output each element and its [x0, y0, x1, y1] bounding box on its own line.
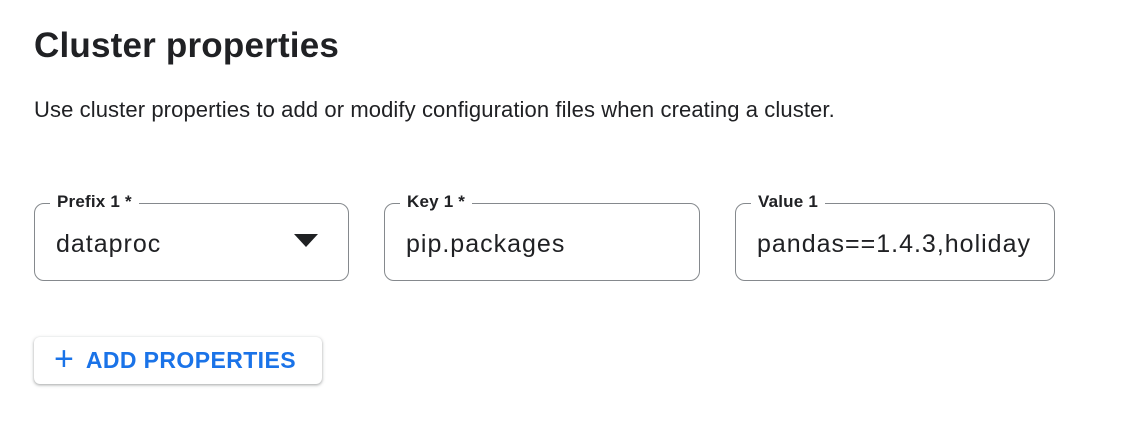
page-title: Cluster properties	[34, 26, 340, 65]
property-row-1: Prefix 1 * dataproc Key 1 * Value 1	[34, 192, 1094, 282]
section-description: Use cluster properties to add or modify …	[34, 97, 835, 122]
cluster-properties-section: Cluster properties Use cluster propertie…	[34, 0, 1094, 385]
value-field: Value 1	[735, 192, 1055, 282]
prefix-selected-value: dataproc	[56, 229, 162, 258]
key-field: Key 1 *	[384, 192, 700, 282]
prefix-select[interactable]: Prefix 1 * dataproc	[34, 192, 349, 282]
value-input[interactable]	[757, 229, 1048, 259]
value-label: Value 1	[751, 192, 825, 213]
key-label: Key 1 *	[400, 192, 473, 213]
plus-icon: +	[54, 340, 74, 379]
dropdown-arrow-icon	[294, 234, 318, 248]
add-properties-label: ADD PROPERTIES	[85, 347, 296, 374]
prefix-label: Prefix 1 *	[50, 192, 139, 213]
button-row: + ADD PROPERTIES	[34, 337, 1094, 385]
add-properties-button[interactable]: + ADD PROPERTIES	[34, 337, 322, 385]
key-input[interactable]	[406, 229, 693, 259]
